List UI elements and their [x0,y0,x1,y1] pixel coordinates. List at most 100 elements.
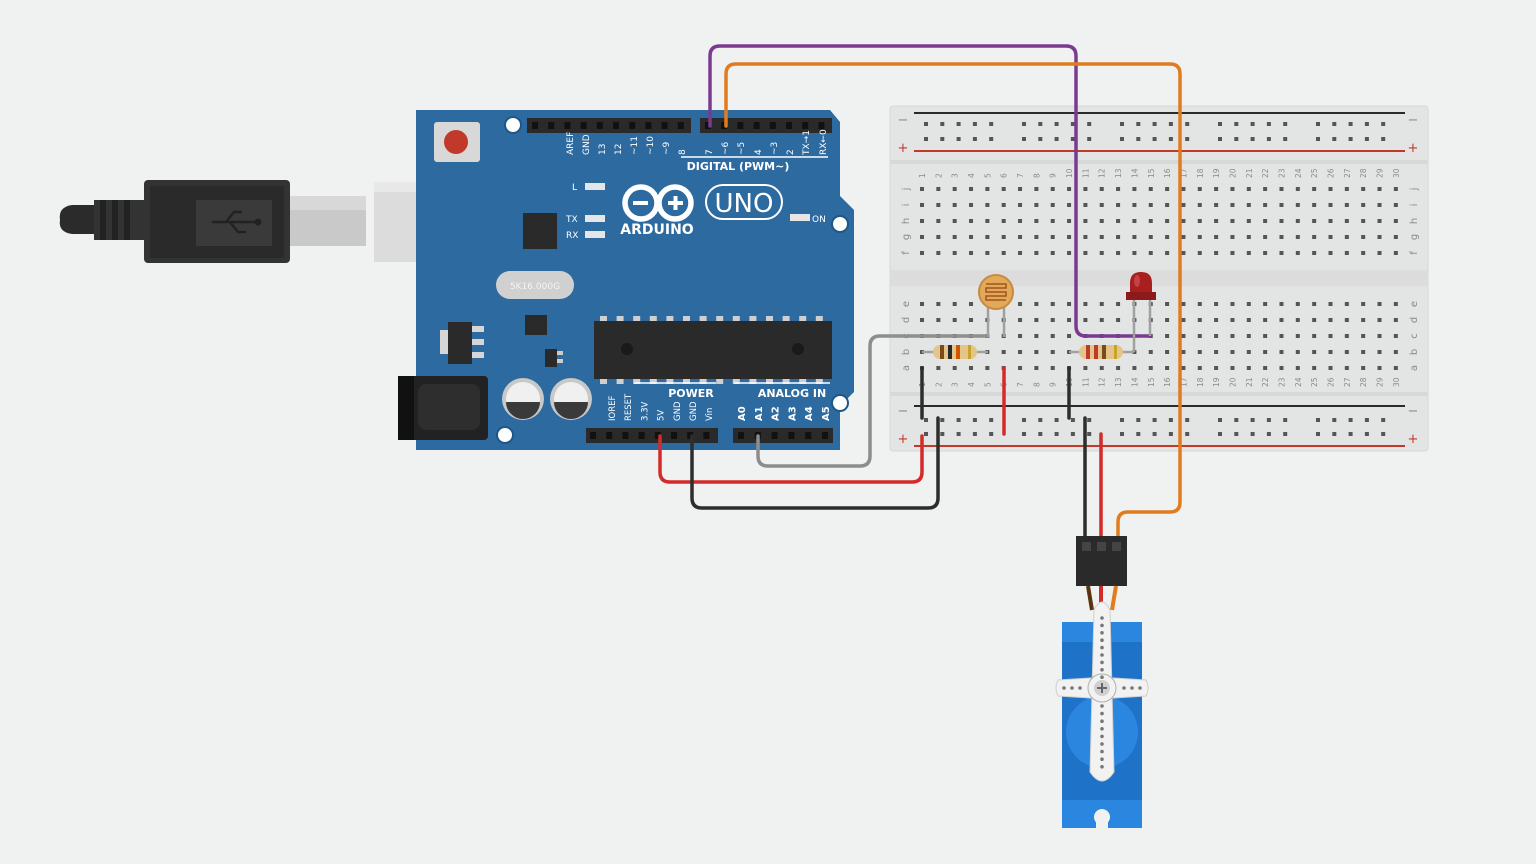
breadboard-hole[interactable] [1087,122,1092,126]
breadboard-hole[interactable] [1099,187,1104,191]
breadboard-hole[interactable] [1001,219,1006,223]
breadboard-hole[interactable] [1116,302,1121,306]
breadboard-hole[interactable] [1116,235,1121,239]
breadboard-hole[interactable] [1246,366,1251,370]
breadboard-hole[interactable] [985,235,990,239]
breadboard-hole[interactable] [1279,219,1284,223]
breadboard-hole[interactable] [1316,432,1320,436]
breadboard-hole[interactable] [1328,302,1333,306]
wire-orange[interactable] [724,62,1182,562]
breadboard-hole[interactable] [1083,366,1088,370]
breadboard-hole[interactable] [1148,251,1153,255]
header-pin-hole[interactable] [677,122,684,129]
breadboard-hole[interactable] [1361,187,1366,191]
breadboard-hole[interactable] [1364,432,1369,436]
breadboard-hole[interactable] [1393,187,1398,191]
breadboard-hole[interactable] [940,122,945,126]
breadboard-hole[interactable] [1018,203,1023,207]
breadboard-hole[interactable] [1099,318,1104,322]
resistor-icon[interactable] [1069,322,1136,359]
breadboard-hole[interactable] [1312,187,1317,191]
breadboard-hole[interactable] [1018,251,1023,255]
breadboard-hole[interactable] [1393,251,1398,255]
breadboard-hole[interactable] [1246,235,1251,239]
breadboard-hole[interactable] [985,251,990,255]
breadboard-hole[interactable] [920,203,924,207]
breadboard-hole[interactable] [1168,137,1173,141]
breadboard-hole[interactable] [1116,219,1121,223]
header-pin-hole[interactable] [687,432,694,439]
breadboard-hole[interactable] [1230,334,1235,338]
breadboard-hole[interactable] [1377,318,1382,322]
breadboard-hole[interactable] [952,302,957,306]
breadboard-hole[interactable] [1377,350,1382,354]
breadboard-hole[interactable] [1214,251,1219,255]
breadboard-hole[interactable] [1263,235,1268,239]
breadboard-hole[interactable] [1165,366,1170,370]
header-pin-hole[interactable] [738,432,744,439]
breadboard-hole[interactable] [1050,187,1055,191]
breadboard-hole[interactable] [1230,187,1235,191]
breadboard-hole[interactable] [1246,187,1251,191]
header-pin-hole[interactable] [613,122,619,129]
breadboard-hole[interactable] [1050,334,1055,338]
breadboard-hole[interactable] [1038,432,1043,436]
breadboard-hole[interactable] [1197,235,1202,239]
breadboard-hole[interactable] [1393,235,1398,239]
breadboard-hole[interactable] [940,137,945,141]
breadboard-hole[interactable] [972,418,977,422]
header-pin-hole[interactable] [786,122,792,129]
breadboard-hole[interactable] [1344,219,1349,223]
breadboard-hole[interactable] [1070,418,1075,422]
breadboard-hole[interactable] [936,366,941,370]
breadboard-hole[interactable] [1279,203,1284,207]
breadboard-hole[interactable] [1148,235,1153,239]
breadboard-hole[interactable] [1263,366,1268,370]
breadboard-hole[interactable] [1218,137,1222,141]
breadboard-hole[interactable] [1295,203,1300,207]
breadboard-hole[interactable] [1295,318,1300,322]
breadboard-hole[interactable] [956,137,961,141]
breadboard-hole[interactable] [1050,318,1055,322]
breadboard-hole[interactable] [1018,235,1023,239]
breadboard-hole[interactable] [1361,350,1366,354]
breadboard-hole[interactable] [1364,122,1369,126]
breadboard-hole[interactable] [1263,187,1268,191]
breadboard-hole[interactable] [1328,350,1333,354]
breadboard-hole[interactable] [1328,187,1333,191]
breadboard-hole[interactable] [1361,251,1366,255]
breadboard-hole[interactable] [1181,251,1186,255]
breadboard-hole[interactable] [1181,318,1186,322]
breadboard-hole[interactable] [1332,137,1337,141]
breadboard-hole[interactable] [920,187,924,191]
breadboard-hole[interactable] [952,219,957,223]
breadboard-hole[interactable] [969,235,974,239]
breadboard-hole[interactable] [1316,122,1320,126]
breadboard-hole[interactable] [1364,418,1369,422]
header-pin-hole[interactable] [671,432,677,439]
breadboard-hole[interactable] [1099,366,1104,370]
breadboard-hole[interactable] [1348,122,1353,126]
breadboard-hole[interactable] [1279,318,1284,322]
breadboard-hole[interactable] [1034,219,1039,223]
breadboard-hole[interactable] [1361,334,1366,338]
breadboard-hole[interactable] [1246,203,1251,207]
breadboard-hole[interactable] [1295,302,1300,306]
breadboard-hole[interactable] [1377,235,1382,239]
breadboard-hole[interactable] [1054,122,1059,126]
breadboard-hole[interactable] [1067,251,1072,255]
breadboard-hole[interactable] [1054,432,1059,436]
header-pin-hole[interactable] [771,432,778,439]
breadboard-hole[interactable] [1234,432,1239,436]
breadboard-hole[interactable] [1083,219,1088,223]
breadboard-hole[interactable] [1312,251,1317,255]
breadboard-hole[interactable] [1295,366,1300,370]
breadboard-hole[interactable] [1377,334,1382,338]
breadboard-hole[interactable] [1067,203,1072,207]
breadboard-hole[interactable] [1246,302,1251,306]
breadboard-hole[interactable] [940,418,945,422]
breadboard-hole[interactable] [1083,235,1088,239]
breadboard-hole[interactable] [1001,203,1006,207]
breadboard-hole[interactable] [1250,432,1255,436]
breadboard-hole[interactable] [1361,302,1366,306]
